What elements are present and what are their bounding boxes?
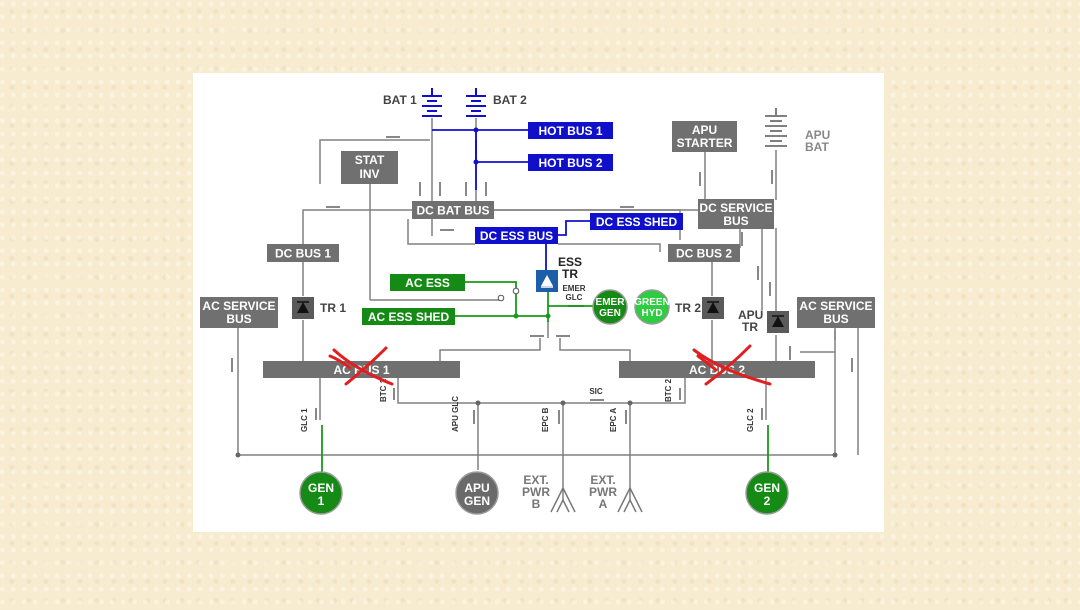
apu-battery-icon <box>765 108 787 147</box>
emer-glc-label: GLC <box>566 293 583 302</box>
stat-inv-label: STAT <box>355 153 385 167</box>
ac-service-bus-right[interactable] <box>797 297 875 328</box>
stat-inv-label: INV <box>359 167 379 181</box>
emer-gen-label: EMER <box>596 297 626 308</box>
ac-ess-switch-contact <box>497 294 505 302</box>
ext-pwr-a-plug-icon <box>617 487 643 513</box>
hot-bus-1-label: HOT BUS 1 <box>538 124 602 138</box>
battery-2-icon <box>466 88 486 117</box>
dc-bus-2-label: DC BUS 2 <box>676 247 732 261</box>
hot-bus-1[interactable] <box>528 122 613 139</box>
tr-1-label: TR 1 <box>320 301 346 315</box>
apu-tr-label: TR <box>742 320 758 334</box>
ac-bus-2-failure-cross-icon <box>692 344 772 386</box>
green-hyd-label: GREEN <box>634 297 670 308</box>
ess-tr-label: ESS <box>558 255 582 269</box>
hot-bus-2-label: HOT BUS 2 <box>538 156 602 170</box>
gen-2-label: GEN <box>754 481 780 495</box>
gen-2[interactable]: GEN 2 <box>745 471 789 515</box>
tr-1-icon <box>292 297 314 319</box>
ac-service-bus-left-label: BUS <box>226 312 251 326</box>
apu-glc-label: APU GLC <box>451 396 460 432</box>
ess-tr-label: TR <box>562 267 578 281</box>
apu-gen-label: APU <box>464 481 489 495</box>
ac-service-bus-right-label: BUS <box>823 312 848 326</box>
dc-bat-bus[interactable] <box>412 201 494 219</box>
ac-ess-switch-contact <box>512 287 520 295</box>
apu-starter-label: STARTER <box>677 136 733 150</box>
apu-starter[interactable] <box>672 121 737 152</box>
stat-inv[interactable] <box>341 151 398 184</box>
apu-bat-label: BAT <box>805 140 829 154</box>
bat-2-label: BAT 2 <box>493 93 527 107</box>
dc-ess-bus-label: DC ESS BUS <box>480 229 553 243</box>
tr-2-icon <box>702 297 724 319</box>
dc-bat-bus-label: DC BAT BUS <box>416 204 489 218</box>
glc-1-label: GLC 1 <box>300 408 309 432</box>
dc-service-bus[interactable] <box>698 199 774 229</box>
dc-bus-2[interactable] <box>668 244 740 262</box>
dc-ess-shed-label: DC ESS SHED <box>596 215 678 229</box>
dc-bus-1[interactable] <box>267 244 339 262</box>
ac-service-bus-left[interactable] <box>200 297 278 328</box>
dc-ess-shed[interactable] <box>590 213 683 230</box>
apu-starter-label: APU <box>692 123 717 137</box>
ext-pwr-b-plug-icon <box>550 487 576 513</box>
ext-pwr-b-label: PWR <box>522 485 550 499</box>
ac-ess[interactable] <box>390 274 465 291</box>
btc-1-label: BTC 1 <box>379 378 388 402</box>
epc-a-label: EPC A <box>609 408 618 432</box>
emer-glc-label: EMER <box>562 284 585 293</box>
apu-tr-icon <box>767 311 789 333</box>
sic-label: SIC <box>589 387 603 396</box>
green-hyd[interactable]: GREEN HYD <box>634 289 670 325</box>
dc-service-bus-label: BUS <box>723 214 748 228</box>
emer-gen-label: GEN <box>599 308 621 319</box>
tr-2-label: TR 2 <box>675 301 701 315</box>
ac-ess-shed[interactable] <box>362 308 455 325</box>
apu-tr-label: APU <box>738 308 763 322</box>
ext-pwr-b-label: B <box>532 497 541 511</box>
dc-ess-bus[interactable] <box>475 227 558 244</box>
gen-1[interactable]: GEN 1 <box>299 471 343 515</box>
apu-bat-label: APU <box>805 128 830 142</box>
gen-1-label: GEN <box>308 481 334 495</box>
ess-tr-icon <box>536 270 558 292</box>
gen-1-label: 1 <box>318 494 325 508</box>
ext-pwr-b-label: EXT. <box>523 473 548 487</box>
ac-bus-1-failure-cross-icon <box>328 346 394 386</box>
dc-bus-1-label: DC BUS 1 <box>275 247 331 261</box>
green-hyd-label: HYD <box>641 308 662 319</box>
bat-1-label: BAT 1 <box>383 93 417 107</box>
gen-2-label: 2 <box>764 494 771 508</box>
apu-gen[interactable]: APU GEN <box>455 471 499 515</box>
ac-service-bus-right-label: AC SERVICE <box>799 299 872 313</box>
battery-1-icon <box>422 88 442 117</box>
hot-bus-2[interactable] <box>528 154 613 171</box>
ac-service-bus-left-label: AC SERVICE <box>202 299 275 313</box>
ext-pwr-a-label: A <box>599 497 608 511</box>
contactor-marks <box>231 136 853 424</box>
epc-b-label: EPC B <box>541 407 550 432</box>
emer-gen[interactable]: EMER GEN <box>592 289 628 325</box>
btc-2-label: BTC 2 <box>664 378 673 402</box>
junction-dots <box>235 400 838 458</box>
ext-pwr-a-label: EXT. <box>590 473 615 487</box>
dc-service-bus-label: DC SERVICE <box>699 201 772 215</box>
glc-2-label: GLC 2 <box>746 408 755 432</box>
ac-ess-shed-label: AC ESS SHED <box>368 310 450 324</box>
ac-ess-label: AC ESS <box>405 276 450 290</box>
apu-gen-label: GEN <box>464 494 490 508</box>
ext-pwr-a-label: PWR <box>589 485 617 499</box>
